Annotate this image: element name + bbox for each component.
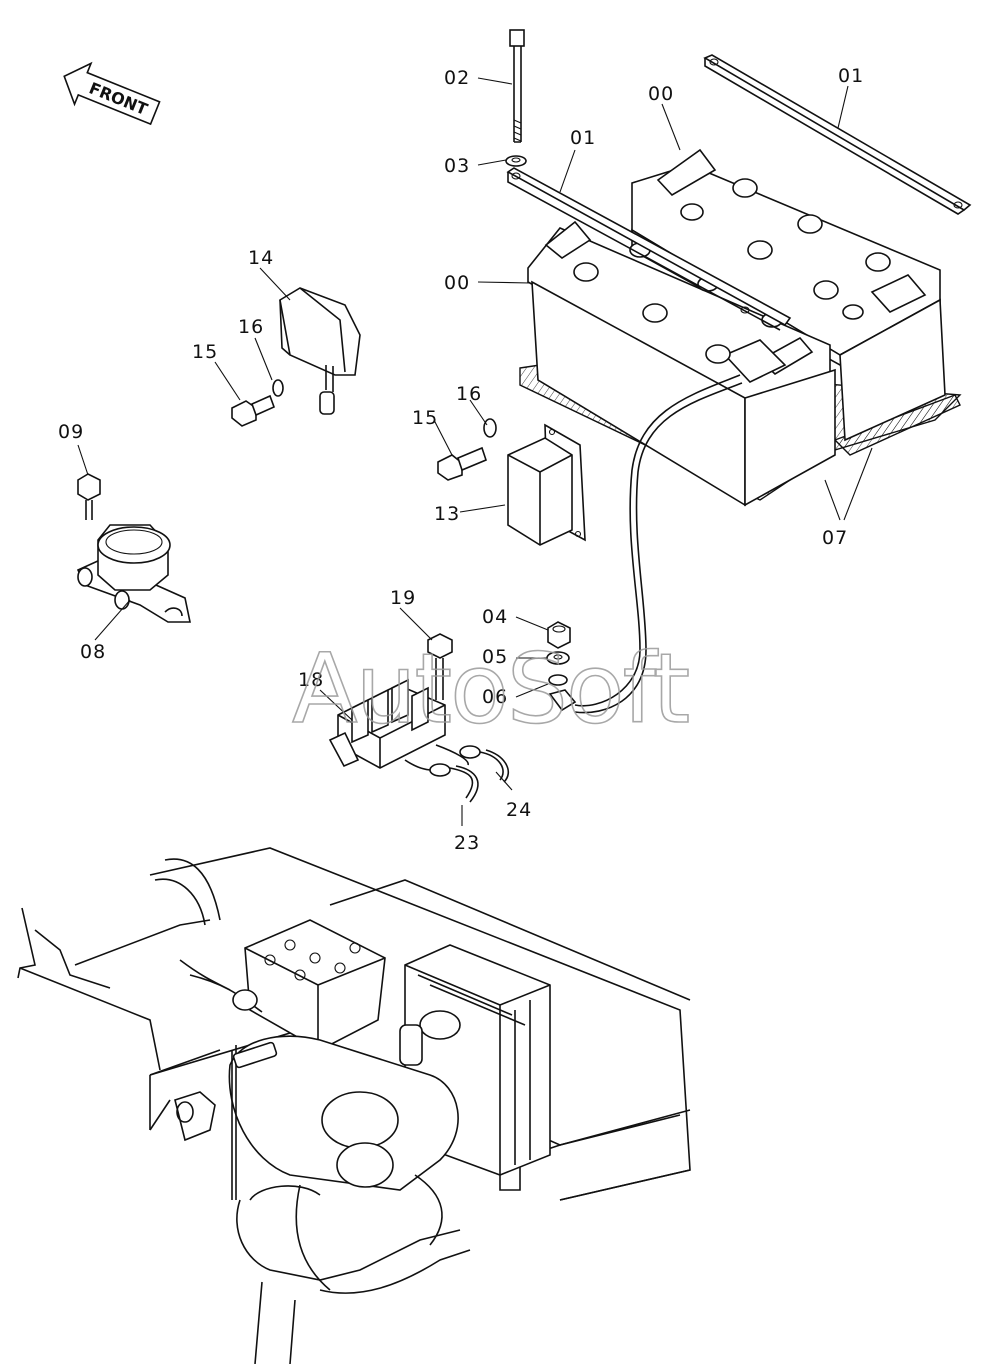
hold-down-bolt <box>509 29 525 143</box>
terminal-nut <box>547 621 571 649</box>
callout-01-bar: 01 <box>570 127 596 149</box>
callout-24: 24 <box>506 799 532 821</box>
callout-15-b: 15 <box>412 407 438 429</box>
battery-hold-down-bar <box>506 167 792 331</box>
relay-upper-washer <box>272 379 284 397</box>
battery-cable <box>574 374 741 707</box>
battery-switch <box>76 524 191 623</box>
callout-16-a: 16 <box>238 316 264 338</box>
watermark: AutoSoft <box>292 633 689 745</box>
callout-15-a: 15 <box>192 341 218 363</box>
harness-24 <box>435 744 510 783</box>
callout-02: 02 <box>444 67 470 89</box>
relay-washer <box>483 418 497 438</box>
callout-00-front: 00 <box>444 272 470 294</box>
relay-bolt <box>437 446 487 481</box>
front-direction-arrow: FRONT <box>63 61 161 126</box>
callout-13: 13 <box>434 503 460 525</box>
terminal-block <box>328 678 446 769</box>
callout-07: 07 <box>822 527 848 549</box>
battery-switch-bolt <box>77 473 101 520</box>
callout-19: 19 <box>390 587 416 609</box>
callout-18: 18 <box>298 669 324 691</box>
callout-00-rear: 00 <box>648 83 674 105</box>
battery-rear <box>631 148 946 442</box>
battery-relay <box>507 423 586 546</box>
callout-23: 23 <box>454 832 480 854</box>
callout-05: 05 <box>482 646 508 668</box>
relay-upper-bolt <box>231 394 276 427</box>
callout-labels: 02 03 01 00 01 00 14 16 15 16 15 13 07 0… <box>58 65 864 854</box>
leader-lines <box>77 77 873 826</box>
battery-strap <box>703 54 972 215</box>
harness-23 <box>404 759 479 803</box>
relay-upper <box>279 287 361 415</box>
callout-08: 08 <box>80 641 106 663</box>
callout-03: 03 <box>444 155 470 177</box>
terminal-block-bolt <box>427 633 453 700</box>
terminal-lug <box>548 674 577 712</box>
callout-06: 06 <box>482 686 508 708</box>
washer <box>505 155 527 167</box>
callout-04: 04 <box>482 606 508 628</box>
callout-01-strap: 01 <box>838 65 864 87</box>
vehicle-overview <box>17 847 691 1365</box>
callout-16-b: 16 <box>456 383 482 405</box>
battery-front <box>527 220 836 507</box>
callout-14: 14 <box>248 247 274 269</box>
callout-09: 09 <box>58 421 84 443</box>
